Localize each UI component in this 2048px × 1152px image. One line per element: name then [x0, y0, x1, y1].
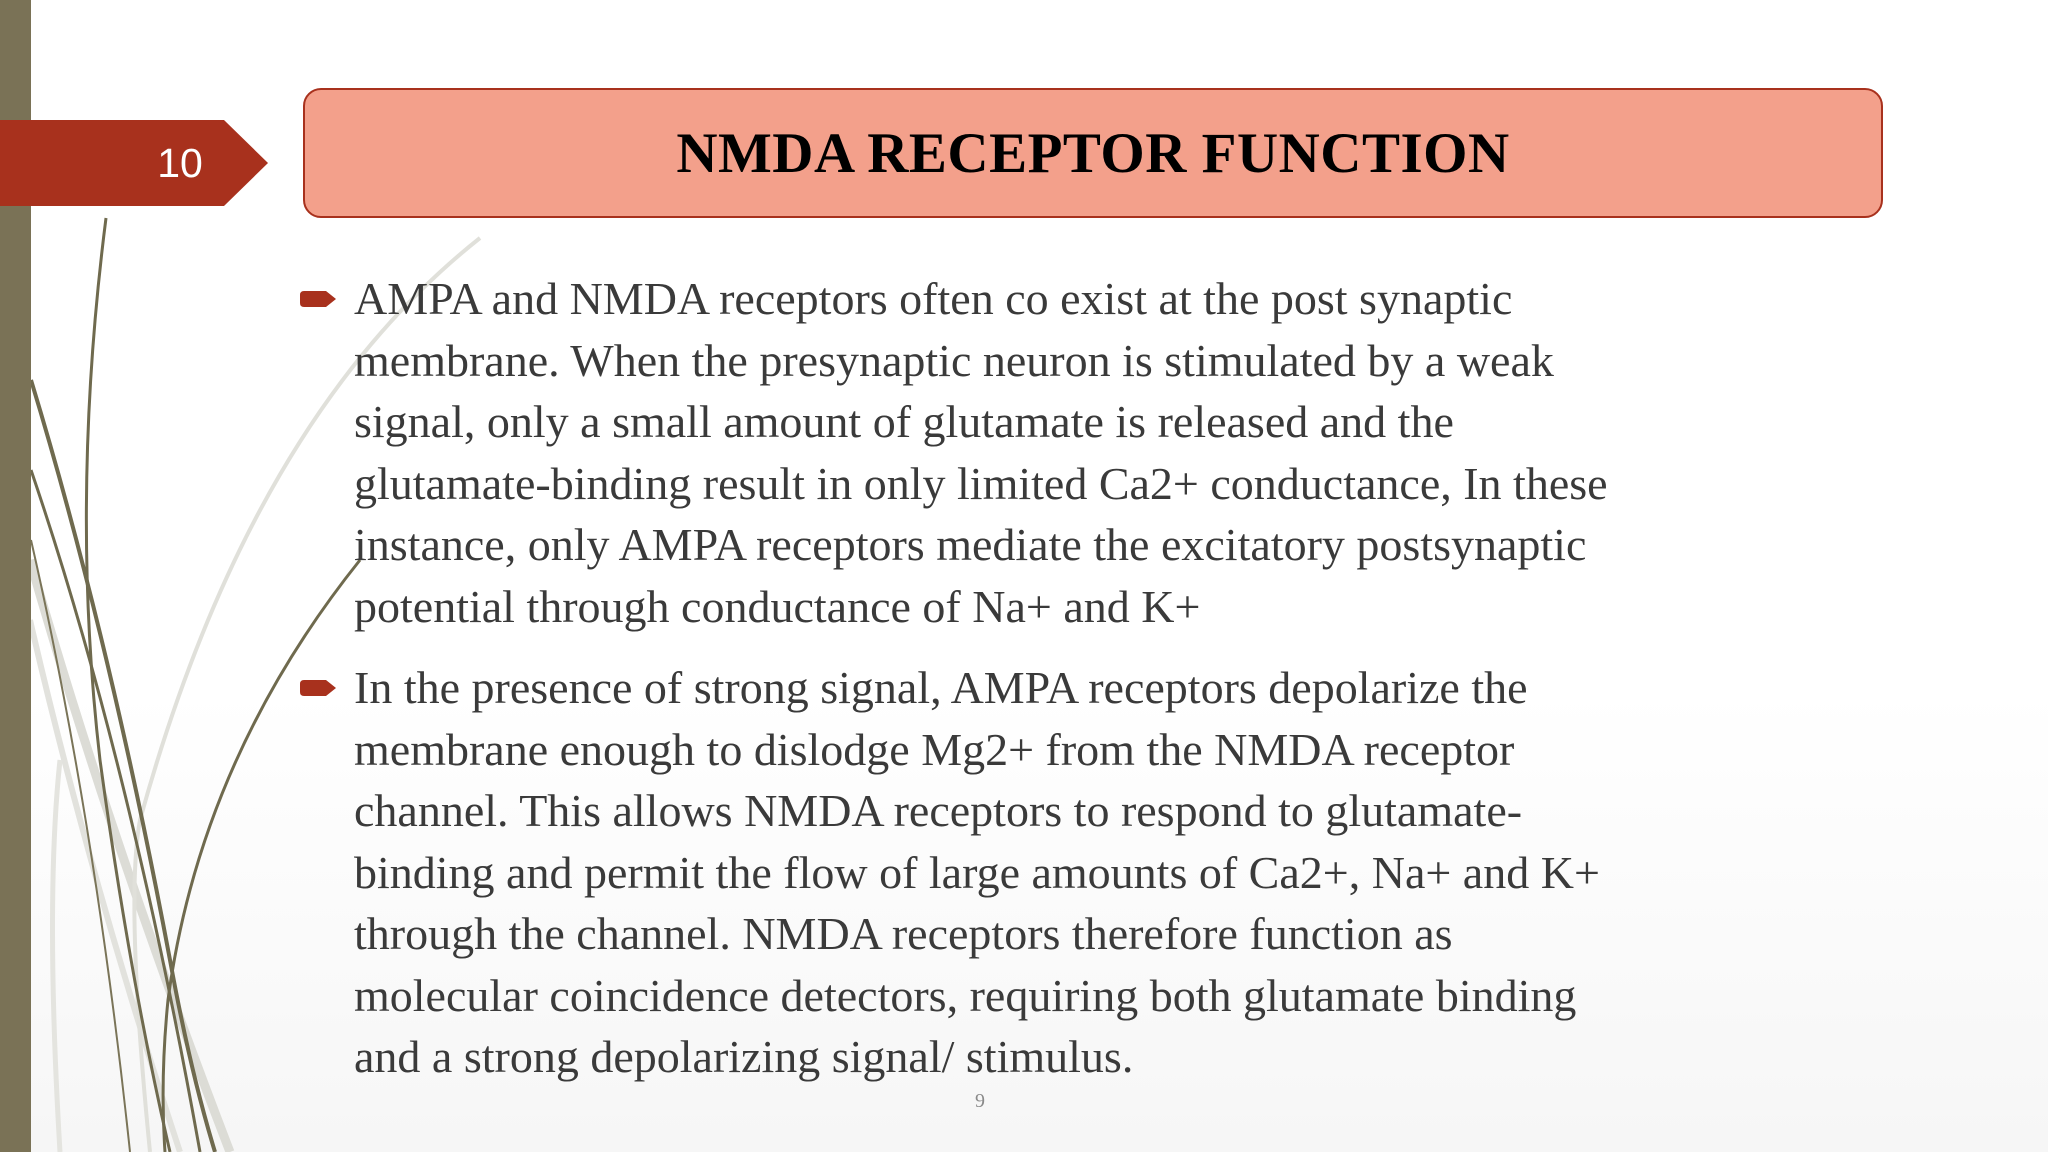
content-area: AMPA and NMDA receptors often co exist a… — [300, 268, 1790, 1088]
bullet-line: AMPA and NMDA receptors often co exist a… — [354, 273, 1513, 324]
bullet-line: and a strong depolarizing signal/ stimul… — [354, 1031, 1134, 1082]
bullet-line: In the presence of strong signal, AMPA r… — [354, 662, 1528, 713]
bullet-line: channel. This allows NMDA receptors to r… — [354, 785, 1523, 836]
bullet-line: signal, only a small amount of glutamate… — [354, 396, 1454, 447]
bullet-line: instance, only AMPA receptors mediate th… — [354, 519, 1587, 570]
bullet-line: glutamate-binding result in only limited… — [354, 457, 1608, 509]
bullet-point: In the presence of strong signal, AMPA r… — [300, 657, 1790, 1088]
bullet-line: binding and permit the flow of large amo… — [354, 846, 1600, 898]
slide-title: NMDA RECEPTOR FUNCTION — [676, 121, 1510, 185]
bullet-line: through the channel. NMDA receptors ther… — [354, 908, 1453, 959]
bullet-line: membrane enough to dislodge Mg2+ from th… — [354, 723, 1515, 775]
bullet-line: membrane. When the presynaptic neuron is… — [354, 334, 1554, 386]
slide-number: 10 — [157, 140, 203, 186]
arrow-bullet-icon — [300, 680, 336, 696]
decorative-curves — [25, 217, 482, 1152]
slide-number-tab — [0, 120, 268, 206]
bullet-point: AMPA and NMDA receptors often co exist a… — [300, 268, 1790, 637]
arrow-bullet-icon — [300, 291, 336, 307]
bullet-line: potential through conductance of Na+ and… — [354, 580, 1201, 632]
title-box: NMDA RECEPTOR FUNCTION — [303, 88, 1883, 218]
footer-page-number: 9 — [975, 1090, 985, 1112]
bullet-line: molecular coincidence detectors, requiri… — [354, 969, 1577, 1021]
